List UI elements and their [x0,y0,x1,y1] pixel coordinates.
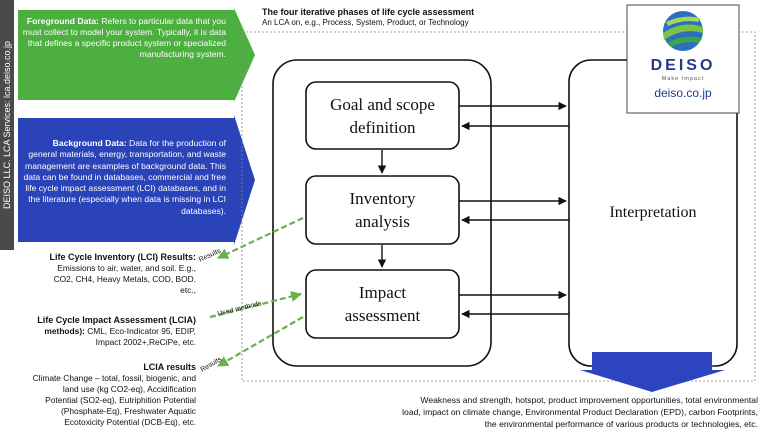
impact-box [305,269,460,339]
goal-box [305,81,460,150]
globe-icon [663,11,703,51]
phases-frame [272,59,492,367]
results-arrow-1 [217,217,304,259]
outcomes-line-2: load, impact on climate change, Environm… [402,407,758,417]
lcia-methods-line-2: CML, Eco-Indicator 95, EDIP, [84,326,196,336]
lcia-methods-line-3: Impact 2002+,ReCiPe, etc. [95,337,196,347]
foreground-panel [18,8,255,102]
impact-label-line-1: Impact [358,283,407,302]
background-text: Background Data: Data for the production… [22,138,226,217]
background-title: Background Data: [52,138,127,148]
lcia-methods-title-2: methods): [44,326,85,336]
inventory-label-line-2: analysis [355,212,410,231]
interpretation-label: Interpretation [609,204,697,221]
logo-tagline: Make Impact [661,76,705,82]
lci-results-line-1: Emissions to air, water, and soil. E.g., [57,263,196,273]
lcia-results-line-1: Climate Change – total, fossil, biogenic… [32,373,196,383]
outcomes-line-1: Weakness and strength, hotspot, product … [420,395,758,405]
lci-results: Life Cycle Inventory (LCI) Results: Emis… [14,252,196,296]
outcomes-text: Weakness and strength, hotspot, product … [300,394,758,430]
inventory-label-line-1: Inventory [349,189,416,208]
lcia-results-title: LCIA results [143,362,196,372]
impact-label: Impact assessment [306,281,459,327]
diagram-title: The four iterative phases of life cycle … [262,7,475,17]
lcia-methods-title: Life Cycle Impact Assessment (LCIA) [37,315,196,325]
lcia-methods: Life Cycle Impact Assessment (LCIA) meth… [14,315,196,348]
lci-results-line-3: etc., [180,285,196,295]
arrow-label-results-1: Results [198,247,223,263]
diagram-frame [241,31,756,382]
lcia-results-line-5: Ecotoxicity Potential (DCB-Eq), etc. [64,417,196,427]
sidebar-label: DEISO LLC. LCA Services: lca.deiso.co.jp [0,0,14,250]
goal-label-line-2: definition [349,118,416,137]
lcia-results-line-3: Potential (SO2-eq), Eutriphition Potenti… [45,395,196,405]
inventory-label: Inventory analysis [306,187,459,233]
outcome-down-arrow [580,352,725,392]
impact-label-line-2: assessment [344,306,421,325]
lci-results-line-2: CO2, CH4, Heavy Metals, COD, BOD. [53,274,196,284]
diagram-subtitle: An LCA on, e.g., Process, System, Produc… [262,18,469,27]
lcia-results-line-4: (Phosphate-Eq), Freshwater Aquatic [61,406,196,416]
foreground-body: Refers to particular data that you must … [22,16,226,59]
arrow-label-used-methods: Used methods [217,300,263,318]
inventory-box [305,175,460,245]
goal-label-line-1: Goal and scope [330,95,435,114]
results-arrow-2 [217,316,304,367]
background-body: Data for the production of general mater… [23,138,226,216]
goal-label: Goal and scope definition [306,93,459,139]
logo-domain: deiso.co.jp [654,86,712,100]
lci-results-title: Life Cycle Inventory (LCI) Results: [49,252,196,262]
foreground-title: Foreground Data: [26,16,99,26]
background-panel [18,115,255,245]
outcomes-line-3: the environmental performance of various… [484,419,758,429]
logo-brand: DEISO [650,57,716,74]
lcia-results: LCIA results Climate Change – total, fos… [14,362,196,428]
foreground-text: Foreground Data: Refers to particular da… [22,16,226,60]
lcia-results-line-2: land use (kg CO2-eq), Accidification [62,384,196,394]
used-methods-arrow [209,291,303,319]
